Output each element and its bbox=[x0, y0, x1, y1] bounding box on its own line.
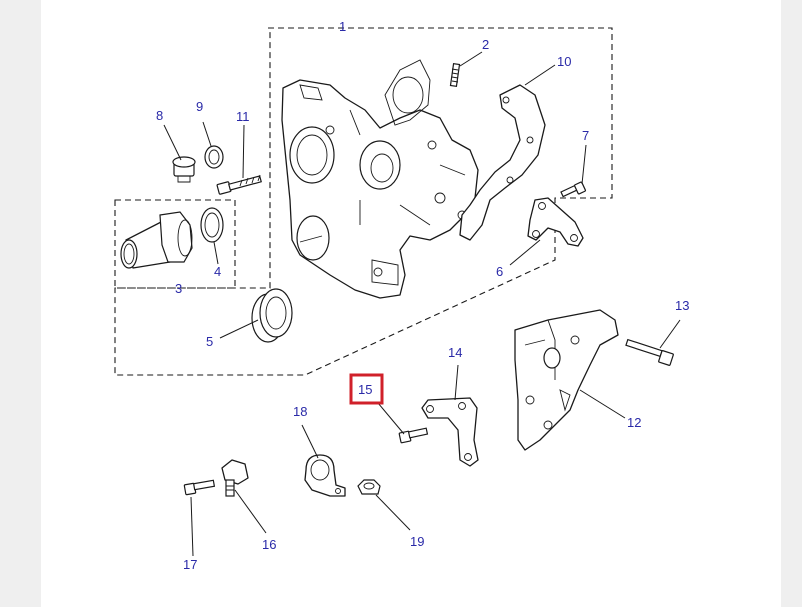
part-7-bolt[interactable] bbox=[560, 181, 587, 198]
part-8-plug[interactable] bbox=[172, 156, 196, 183]
left-margin bbox=[0, 0, 41, 607]
part-16-clip[interactable] bbox=[221, 459, 249, 497]
callout-13[interactable]: 13 bbox=[675, 298, 689, 313]
part-18-clamp[interactable] bbox=[304, 454, 346, 497]
part-9-washer[interactable] bbox=[204, 145, 224, 169]
callout-14[interactable]: 14 bbox=[448, 345, 462, 360]
part-14-bracket[interactable] bbox=[421, 397, 479, 467]
callout-4[interactable]: 4 bbox=[214, 264, 221, 279]
callout-1[interactable]: 1 bbox=[339, 19, 346, 34]
right-margin bbox=[781, 0, 802, 607]
part-5-oil-seal[interactable] bbox=[251, 288, 293, 343]
part-19-nut[interactable] bbox=[357, 479, 381, 495]
callout-10[interactable]: 10 bbox=[557, 54, 571, 69]
callout-12[interactable]: 12 bbox=[627, 415, 641, 430]
callout-15[interactable]: 15 bbox=[358, 382, 372, 397]
part-11-bolt[interactable] bbox=[216, 174, 262, 195]
part-3-outlet-pipe[interactable] bbox=[120, 211, 193, 269]
highlight-box-15 bbox=[349, 373, 384, 405]
part-10-gasket[interactable] bbox=[459, 84, 546, 241]
callout-labels: 1 2 3 4 5 6 7 8 9 10 11 12 13 14 15 16 1… bbox=[156, 19, 689, 572]
part-13-bolt[interactable] bbox=[625, 338, 674, 366]
part-12-mounting-bracket[interactable] bbox=[514, 309, 619, 451]
part-4-o-ring[interactable] bbox=[200, 207, 224, 243]
part-1-timing-cover[interactable] bbox=[281, 59, 479, 299]
callout-18[interactable]: 18 bbox=[293, 404, 307, 419]
leader-lines bbox=[163, 51, 681, 557]
callout-16[interactable]: 16 bbox=[262, 537, 276, 552]
callout-19[interactable]: 19 bbox=[410, 534, 424, 549]
callout-11[interactable]: 11 bbox=[236, 109, 250, 124]
part-17-bolt[interactable] bbox=[183, 479, 216, 496]
part-2-stud[interactable] bbox=[449, 63, 461, 87]
assembly-group-3-boundary bbox=[114, 199, 236, 289]
callout-9[interactable]: 9 bbox=[196, 99, 203, 114]
callout-3[interactable]: 3 bbox=[175, 281, 182, 296]
callout-6[interactable]: 6 bbox=[496, 264, 503, 279]
callout-8[interactable]: 8 bbox=[156, 108, 163, 123]
callout-7[interactable]: 7 bbox=[582, 128, 589, 143]
callout-5[interactable]: 5 bbox=[206, 334, 213, 349]
part-6-bracket[interactable] bbox=[527, 197, 584, 247]
callout-2[interactable]: 2 bbox=[482, 37, 489, 52]
callout-17[interactable]: 17 bbox=[183, 557, 197, 572]
part-15-bolt[interactable] bbox=[398, 427, 429, 444]
